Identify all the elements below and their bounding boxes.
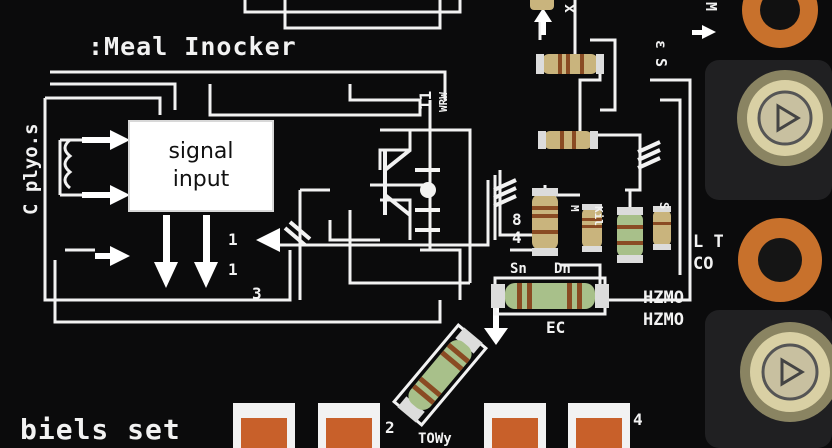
side-label: C plyo.s bbox=[20, 123, 42, 215]
ref-label-4: 4 bbox=[512, 228, 522, 247]
board-title: :Meal Inocker bbox=[88, 32, 297, 61]
potentiometer-bottom bbox=[705, 310, 832, 448]
pin-label-3: 3 bbox=[252, 284, 262, 303]
towy-label: TOWy bbox=[418, 431, 452, 447]
signal-arrows bbox=[82, 8, 716, 345]
x-label: x bbox=[561, 4, 579, 14]
hzmo-label-2: HZMO bbox=[643, 310, 684, 330]
sn-label: Sn bbox=[510, 261, 527, 277]
pin-label-1a: 1 bbox=[228, 230, 238, 249]
wrw-label: WRW bbox=[437, 92, 450, 112]
potentiometer-top bbox=[705, 60, 832, 200]
dn-label: Dn bbox=[554, 261, 571, 277]
hatch-marks bbox=[283, 140, 661, 247]
ref-label-8: 8 bbox=[512, 210, 522, 229]
pin-label-1b: 1 bbox=[228, 260, 238, 279]
inductor-coil bbox=[63, 138, 73, 190]
kil-label: Kil bbox=[592, 206, 605, 226]
lt-label: L T bbox=[693, 232, 724, 252]
co-label: CO bbox=[693, 254, 714, 274]
m-label: M bbox=[702, 2, 720, 12]
pin-label-11: 11 bbox=[416, 90, 435, 110]
pad-label-4: 4 bbox=[633, 410, 643, 429]
transistor-symbol bbox=[383, 148, 440, 232]
ec-label: EC bbox=[546, 318, 566, 337]
copper-mounting-holes bbox=[738, 0, 822, 302]
via-dot bbox=[420, 182, 436, 198]
signal-input-box: signal input bbox=[128, 120, 274, 212]
resistors bbox=[391, 0, 671, 427]
s-label: S bbox=[657, 202, 671, 210]
top-right-label: ε S bbox=[652, 40, 670, 68]
hzmo-label-1: HZMO bbox=[643, 288, 684, 308]
signal-label-line2: input bbox=[172, 167, 230, 192]
smd-pads bbox=[233, 403, 630, 448]
signal-label-line1: signal bbox=[168, 139, 234, 164]
bottom-label: biels set bbox=[20, 413, 181, 446]
mn-label: M bbox=[568, 205, 581, 212]
pad-label-2: 2 bbox=[385, 418, 395, 437]
